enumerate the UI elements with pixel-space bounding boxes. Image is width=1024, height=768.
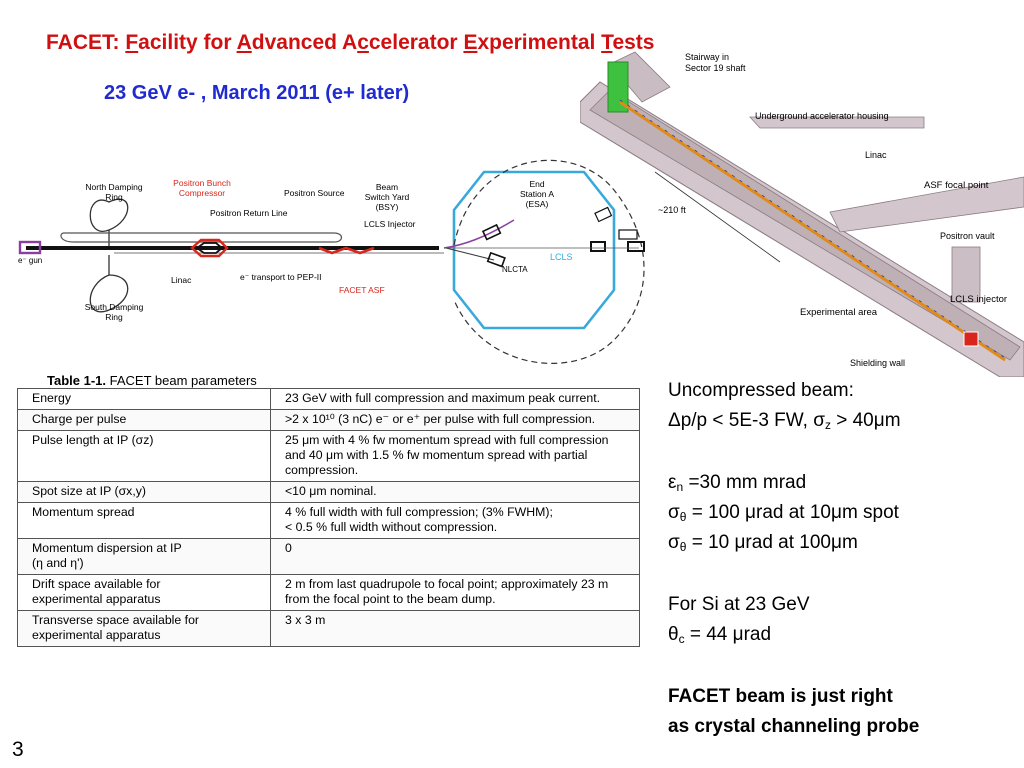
- param-value: 23 GeV with full compression and maximum…: [270, 388, 640, 410]
- param-value: 2 m from last quadrupole to focal point;…: [270, 574, 640, 611]
- note-emittance: εn =30 mm mrad: [668, 472, 807, 494]
- positron-bunch-compressor-shape: [190, 238, 229, 258]
- label-positron-source: Positron Source: [284, 188, 345, 198]
- table-row: Spot size at IP (σx,y)<10 μm nominal.: [17, 481, 640, 503]
- note-silicon: For Si at 23 GeV: [668, 594, 810, 615]
- note-momentum-spread: Δp/p < 5E-3 FW, σz > 40μm: [668, 410, 901, 432]
- svg-text:ASF focal point: ASF focal point: [924, 180, 989, 191]
- note-critical-angle: θc = 44 μrad: [668, 624, 772, 646]
- positron-return-line: [60, 232, 343, 243]
- param-name: Momentum dispersion at IP(η and η'): [17, 538, 271, 575]
- table-row: Charge per pulse>2 x 10¹⁰ (3 nC) e⁻ or e…: [17, 409, 640, 431]
- svg-text:Positron vault: Positron vault: [940, 231, 995, 241]
- param-value: 3 x 3 m: [270, 610, 640, 647]
- svg-text:~210 ft: ~210 ft: [658, 205, 686, 215]
- param-value: 4 % full width with full compression; (3…: [270, 502, 640, 539]
- note-conclusion-1: FACET beam is just right: [668, 686, 893, 707]
- svg-text:Linac: Linac: [865, 150, 887, 160]
- param-value: 25 μm with 4 % fw momentum spread with f…: [270, 430, 640, 482]
- svg-text:LCLS injector: LCLS injector: [950, 294, 1007, 305]
- param-name: Momentum spread: [17, 502, 271, 539]
- param-value: <10 μm nominal.: [270, 481, 640, 503]
- param-name: Pulse length at IP (σz): [17, 430, 271, 482]
- param-value: 0: [270, 538, 640, 575]
- table-row: Pulse length at IP (σz)25 μm with 4 % fw…: [17, 430, 640, 482]
- beam-notes: Uncompressed beam: Δp/p < 5E-3 FW, σz > …: [668, 376, 919, 742]
- label-nlcta: NLCTA: [502, 265, 528, 274]
- esa-dashed-loop: [453, 159, 645, 364]
- svg-text:Experimental area: Experimental area: [800, 307, 878, 318]
- label-facet-asf: FACET ASF: [339, 285, 385, 295]
- label-linac: Linac: [171, 275, 192, 285]
- table-row: Momentum dispersion at IP(η and η')0: [17, 538, 640, 575]
- slide-subtitle: 23 GeV e- , March 2011 (e+ later): [104, 82, 410, 104]
- svg-text:Shielding wall: Shielding wall: [850, 358, 905, 368]
- note-conclusion-2: as crystal channeling probe: [668, 716, 920, 737]
- label-lcls-injector: LCLS Injector: [364, 219, 416, 229]
- lcls-loop: [452, 170, 616, 330]
- facet-asf-chicane: [318, 246, 375, 255]
- slide-title: FACET: Facility for Advanced Accelerator…: [46, 31, 655, 54]
- page-number: 3: [12, 738, 24, 761]
- note-divergence-10: σθ = 100 μrad at 10μm spot: [668, 502, 899, 524]
- label-egun: e⁻ gun: [18, 256, 42, 265]
- label-lcls: LCLS: [550, 252, 573, 262]
- note-uncompressed: Uncompressed beam:: [668, 380, 854, 401]
- param-name: Charge per pulse: [17, 409, 271, 431]
- param-name: Spot size at IP (σx,y): [17, 481, 271, 503]
- label-positron-return: Positron Return Line: [210, 208, 288, 218]
- egun-box: [18, 240, 42, 255]
- table-caption: Table 1-1. FACET beam parameters: [47, 373, 257, 388]
- param-value: >2 x 10¹⁰ (3 nC) e⁻ or e⁺ per pulse with…: [270, 409, 640, 431]
- label-transport: e⁻ transport to PEP-II: [240, 272, 322, 282]
- note-divergence-100: σθ = 10 μrad at 100μm: [668, 532, 858, 554]
- param-name: Energy: [17, 388, 271, 410]
- north-damping-ring: [89, 198, 129, 232]
- svg-text:Underground accelerator housin: Underground accelerator housing: [755, 111, 889, 121]
- beam-to-esa: [443, 219, 515, 249]
- south-damping-ring: [89, 274, 129, 313]
